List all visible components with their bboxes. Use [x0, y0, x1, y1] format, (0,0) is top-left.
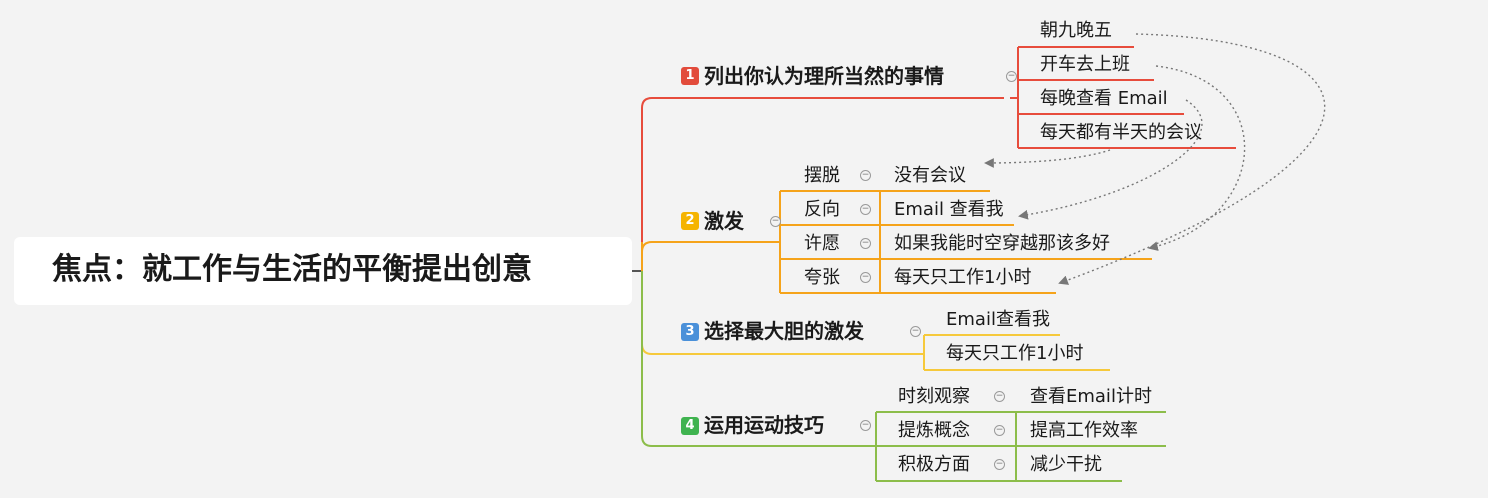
subtopic-label[interactable]: 夸张 — [804, 267, 840, 288]
branch-2-curve — [641, 241, 780, 253]
collapse-toggle-icon[interactable]: − — [770, 216, 781, 227]
priority-1-icon: 1 — [681, 67, 699, 85]
subtopic-leaf[interactable]: Email 查看我 — [894, 199, 1004, 220]
subtopic-item[interactable]: 开车去上班 — [1040, 54, 1130, 75]
relation-arrow — [984, 149, 1111, 168]
subtopic-label[interactable]: 提炼概念 — [898, 420, 970, 441]
relation-arrow — [1148, 65, 1246, 251]
priority-2-icon: 2 — [681, 212, 699, 230]
subtopic-label[interactable]: 时刻观察 — [898, 386, 970, 407]
subtopic-leaf[interactable]: 如果我能时空穿越那该多好 — [894, 233, 1110, 254]
subtopic-leaf[interactable]: 减少干扰 — [1030, 454, 1102, 475]
subtopic-leaf[interactable]: 提高工作效率 — [1030, 420, 1138, 441]
topic-branch-4[interactable]: 运用运动技巧 — [704, 413, 824, 437]
topic-branch-1[interactable]: 列出你认为理所当然的事情 — [704, 64, 944, 88]
subtopic-item[interactable]: Email查看我 — [946, 309, 1050, 330]
collapse-toggle-icon[interactable]: − — [860, 272, 871, 283]
subtopic-item[interactable]: 每晚查看 Email — [1040, 88, 1168, 109]
subtopic-label[interactable]: 反向 — [804, 199, 840, 220]
collapse-toggle-icon[interactable]: − — [860, 420, 871, 431]
collapse-toggle-icon[interactable]: − — [994, 459, 1005, 470]
subtopic-leaf[interactable]: 查看Email计时 — [1030, 386, 1152, 407]
branch-4-connector — [641, 271, 876, 447]
branch-1-connector — [641, 97, 1004, 271]
central-topic-label: 焦点：就工作与生活的平衡提出创意 — [52, 252, 532, 287]
central-topic[interactable] — [14, 237, 632, 305]
collapse-toggle-icon[interactable]: − — [860, 238, 871, 249]
relation-arrow — [1018, 99, 1203, 220]
priority-3-icon: 3 — [681, 323, 699, 341]
collapse-toggle-icon[interactable]: − — [1006, 71, 1017, 82]
collapse-toggle-icon[interactable]: − — [910, 326, 921, 337]
subtopic-label[interactable]: 摆脱 — [804, 165, 840, 186]
priority-4-icon: 4 — [681, 417, 699, 435]
collapse-toggle-icon[interactable]: − — [860, 170, 871, 181]
subtopic-label[interactable]: 积极方面 — [898, 454, 970, 475]
subtopic-label[interactable]: 许愿 — [804, 233, 840, 254]
topic-branch-3[interactable]: 选择最大胆的激发 — [704, 319, 864, 343]
collapse-toggle-icon[interactable]: − — [860, 204, 871, 215]
collapse-toggle-icon[interactable]: − — [994, 425, 1005, 436]
subtopic-leaf[interactable]: 每天只工作1小时 — [894, 267, 1032, 288]
collapse-toggle-icon[interactable]: − — [994, 391, 1005, 402]
subtopic-item[interactable]: 每天只工作1小时 — [946, 343, 1084, 364]
subtopic-item[interactable]: 每天都有半天的会议 — [1040, 122, 1202, 143]
subtopic-leaf[interactable]: 没有会议 — [894, 165, 966, 186]
subtopic-item[interactable]: 朝九晚五 — [1040, 20, 1112, 41]
relation-arrow — [1058, 33, 1326, 285]
topic-branch-2[interactable]: 激发 — [704, 209, 744, 233]
